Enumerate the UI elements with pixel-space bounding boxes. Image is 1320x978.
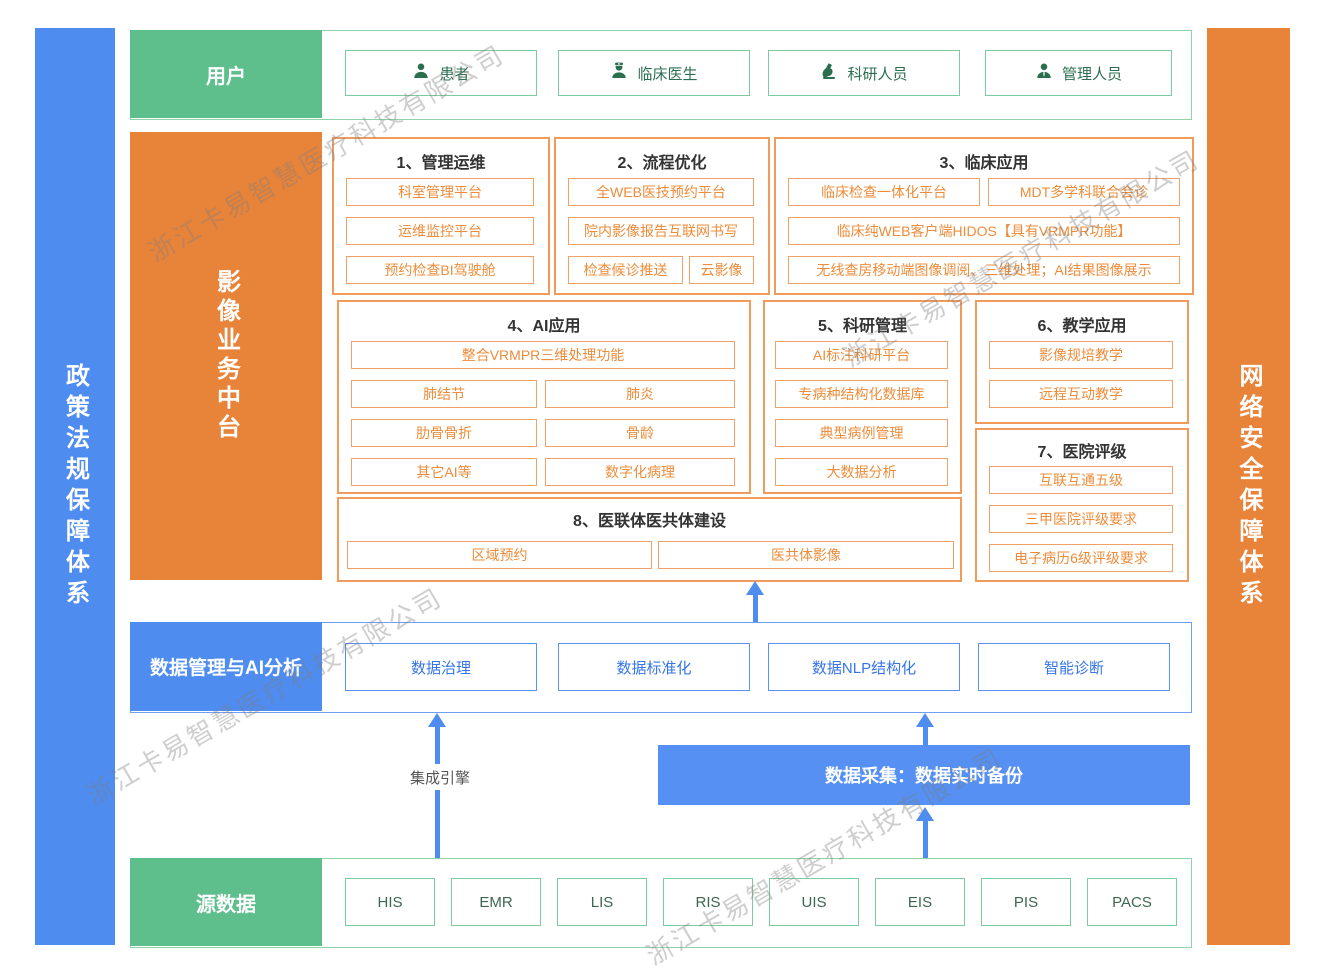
platform-item: 电子病历6级评级要求 <box>989 544 1173 572</box>
platform-item: 专病种结构化数据库 <box>775 380 948 408</box>
group-title: 7、医院评级 <box>1037 444 1127 461</box>
group-teaching-application: 6、教学应用 影像规培教学 远程互动教学 <box>975 300 1189 424</box>
microscope-icon <box>820 62 838 84</box>
platform-item: 其它AI等 <box>351 458 537 486</box>
platform-item: 骨龄 <box>545 419 735 447</box>
group-title: 3、临床应用 <box>939 155 1029 172</box>
group-ai-application: 4、AI应用 整合VRMPR三维处理功能 肺结节 肺炎 肋骨骨折 骨龄 其它AI… <box>337 300 751 494</box>
platform-item: 肋骨骨折 <box>351 419 537 447</box>
user-item-patient: 患者 <box>345 50 537 96</box>
platform-item: 影像规培教学 <box>989 341 1173 369</box>
network-security-bar: 网络安全保障体系 <box>1207 28 1290 945</box>
arrow-up-icon <box>428 713 446 727</box>
platform-item: 肺结节 <box>351 380 537 408</box>
platform-item: 云影像 <box>689 256 754 284</box>
admin-icon <box>1035 62 1053 84</box>
platform-item: 全WEB医技预约平台 <box>568 178 754 206</box>
source-item: HIS <box>345 878 435 926</box>
user-item-manager: 管理人员 <box>985 50 1172 96</box>
group-clinical-application: 3、临床应用 临床检查一体化平台 MDT多学科联合会诊 临床纯WEB客户端HID… <box>774 137 1194 295</box>
platform-item: 互联互通五级 <box>989 466 1173 494</box>
platform-item: 运维监控平台 <box>346 217 534 245</box>
user-item-label: 管理人员 <box>1061 65 1122 83</box>
arrow-shaft <box>753 594 758 622</box>
platform-item: 无线查房移动端图像调阅、三维处理；AI结果图像展示 <box>788 256 1180 284</box>
platform-item: 科室管理平台 <box>346 178 534 206</box>
group-title: 5、科研管理 <box>818 318 907 335</box>
data-collection-box: 数据采集：数据实时备份 <box>658 745 1190 805</box>
platform-item: 检查候诊推送 <box>568 256 683 284</box>
platform-item: 临床纯WEB客户端HIDOS【具有VRMPR功能】 <box>788 217 1180 245</box>
group-process-optimization: 2、流程优化 全WEB医技预约平台 院内影像报告互联网书写 检查候诊推送 云影像 <box>554 137 770 295</box>
platform-item: 临床检查一体化平台 <box>788 178 980 206</box>
user-item-clinician: 临床医生 <box>558 50 750 96</box>
source-item: EIS <box>875 878 965 926</box>
data-mgmt-header: 数据管理与AI分析 <box>130 622 322 711</box>
source-item: LIS <box>557 878 647 926</box>
data-mgmt-item: 数据NLP结构化 <box>768 643 960 691</box>
user-item-label: 临床医生 <box>637 65 698 83</box>
platform-item: MDT多学科联合会诊 <box>988 178 1180 206</box>
imaging-platform-header: 影像业务中台 <box>130 132 322 580</box>
platform-item: 院内影像报告互联网书写 <box>568 217 754 245</box>
group-management-ops: 1、管理运维 科室管理平台 运维监控平台 预约检查BI驾驶舱 <box>332 137 550 295</box>
source-item: PACS <box>1087 878 1177 926</box>
arrow-up-icon <box>916 713 934 727</box>
group-title: 6、教学应用 <box>1037 318 1127 335</box>
patient-icon <box>412 62 430 84</box>
group-hospital-rating: 7、医院评级 互联互通五级 三甲医院评级要求 电子病历6级评级要求 <box>975 428 1189 582</box>
arrow-shaft <box>923 726 928 745</box>
arrow-shaft <box>923 820 928 858</box>
group-title: 1、管理运维 <box>396 155 486 172</box>
platform-item: 远程互动教学 <box>989 380 1173 408</box>
platform-item: AI标注科研平台 <box>775 341 948 369</box>
group-research-management: 5、科研管理 AI标注科研平台 专病种结构化数据库 典型病例管理 大数据分析 <box>763 300 962 494</box>
user-item-label: 患者 <box>439 65 470 83</box>
platform-item: 区域预约 <box>347 541 652 569</box>
platform-item: 三甲医院评级要求 <box>989 505 1173 533</box>
platform-item: 预约检查BI驾驶舱 <box>346 256 534 284</box>
source-item: PIS <box>981 878 1071 926</box>
group-title: 2、流程优化 <box>617 155 707 172</box>
user-item-researcher: 科研人员 <box>768 50 960 96</box>
policy-regulation-bar: 政策法规保障体系 <box>35 28 115 945</box>
platform-item: 肺炎 <box>545 380 735 408</box>
data-mgmt-item: 数据标准化 <box>558 643 750 691</box>
group-title: 4、AI应用 <box>507 318 581 335</box>
platform-item: 医共体影像 <box>658 541 954 569</box>
source-item: RIS <box>663 878 753 926</box>
integration-engine-label: 集成引擎 <box>398 764 482 790</box>
arrow-up-icon <box>916 807 934 821</box>
source-item: UIS <box>769 878 859 926</box>
doctor-icon <box>610 62 628 84</box>
data-mgmt-item: 数据治理 <box>345 643 537 691</box>
platform-item: 大数据分析 <box>775 458 948 486</box>
platform-item: 典型病例管理 <box>775 419 948 447</box>
platform-item: 数字化病理 <box>545 458 735 486</box>
group-medical-alliance: 8、医联体医共体建设 区域预约 医共体影像 <box>337 497 962 582</box>
arrow-up-icon <box>746 581 764 595</box>
arrow-shaft <box>435 726 440 858</box>
platform-item: 整合VRMPR三维处理功能 <box>351 341 735 369</box>
source-header: 源数据 <box>130 858 322 946</box>
group-title: 8、医联体医共体建设 <box>573 513 726 530</box>
source-item: EMR <box>451 878 541 926</box>
user-item-label: 科研人员 <box>847 65 908 83</box>
users-header: 用户 <box>130 30 322 118</box>
data-mgmt-item: 智能诊断 <box>978 643 1170 691</box>
